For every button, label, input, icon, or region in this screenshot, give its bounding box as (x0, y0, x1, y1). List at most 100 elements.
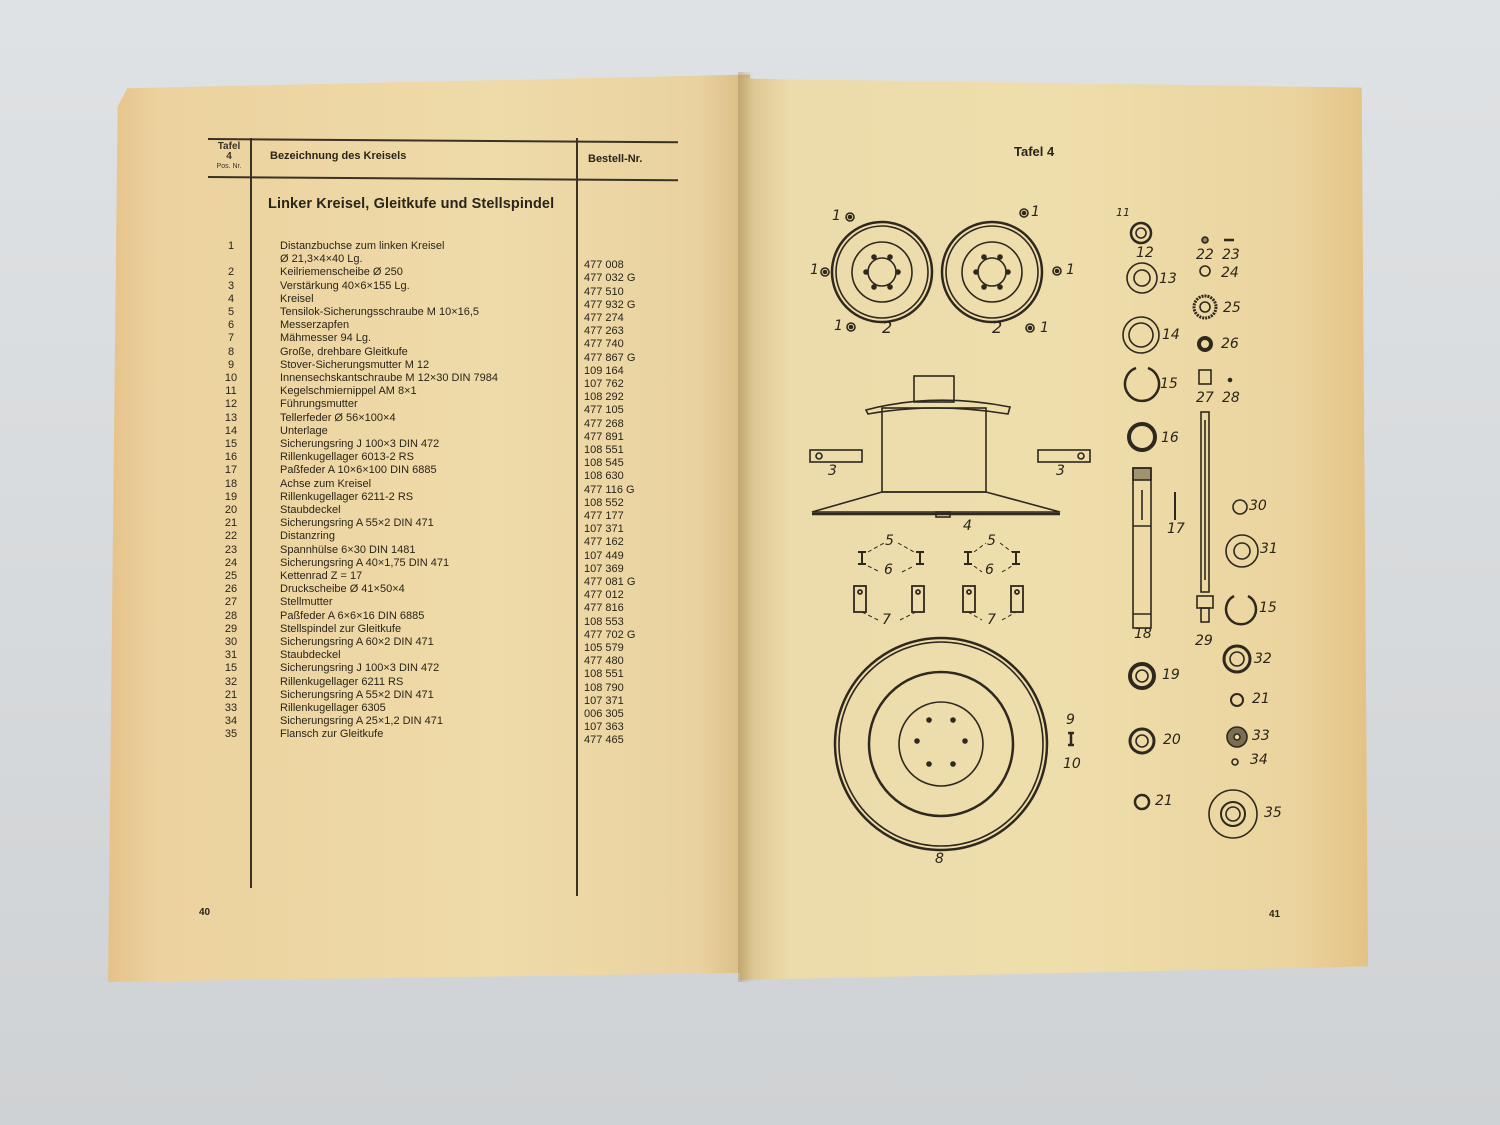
row-position: 28 (224, 609, 238, 622)
column1-parts-drawing (1122, 221, 1176, 811)
row-position: 20 (224, 504, 238, 516)
plate-title: Tafel 4 (1014, 144, 1055, 159)
label-16: 16 (1161, 430, 1179, 446)
column2-parts-drawing (1192, 236, 1234, 623)
table-row: Ø 21,3×4×40 Lg.477 008 (208, 253, 678, 271)
row-description: Distanzring (280, 530, 336, 543)
pulley-left-drawing (820, 212, 934, 332)
row-position: 16 (224, 451, 238, 464)
row-description: Mähmesser 94 Lg. (280, 332, 372, 345)
row-position: 14 (224, 424, 238, 437)
blades-drawing (853, 585, 1024, 613)
row-description: Staubdeckel (280, 649, 341, 662)
section-title: Linker Kreisel, Gleitkufe und Stellspind… (268, 196, 555, 212)
label-1c: 1 (834, 318, 843, 334)
label-14: 14 (1162, 327, 1180, 343)
row-description: Staubdeckel (280, 504, 341, 516)
row-description: Sicherungsring A 60×2 DIN 471 (280, 636, 434, 648)
row-description: Paßfeder A 10×6×100 DIN 6885 (280, 464, 437, 477)
row-order-number: 108 551 (584, 444, 624, 456)
label-15b: 15 (1259, 600, 1277, 616)
label-15a: 15 (1160, 376, 1178, 392)
column3-parts-drawing (1208, 499, 1259, 839)
row-position: 32 (224, 675, 238, 688)
row-order-number: 108 553 (584, 615, 624, 628)
rotor-drawing (811, 375, 1061, 518)
label-1f: 1 (1040, 320, 1049, 336)
label-7a: 7 (882, 612, 891, 628)
row-description: Druckscheibe Ø 41×50×4 (280, 583, 405, 596)
row-description: Tellerfeder Ø 56×100×4 (280, 411, 396, 424)
reinforcement-left-drawing (809, 449, 863, 463)
row-description: Große, drehbare Gleitkufe (280, 345, 408, 358)
row-position: 10 (224, 372, 238, 384)
row-description: Rillenkugellager 6013-2 RS (280, 451, 414, 464)
nr-column-divider (576, 138, 578, 896)
skid-drawing (833, 636, 1074, 852)
row-order-number: 105 579 (584, 642, 624, 654)
row-position: 4 (227, 292, 235, 305)
row-position: 30 (224, 636, 238, 648)
row-description: Achse zum Kreisel (280, 477, 372, 490)
label-3b: 3 (1056, 463, 1065, 479)
row-position: 35 (224, 728, 238, 741)
row-position: 9 (227, 358, 235, 371)
row-position: 34 (224, 715, 238, 728)
table-row: 29 Stellspindel zur Gleitkufe 477 702 G (208, 622, 678, 641)
label-5b: 5 (987, 533, 996, 549)
row-position: 23 (224, 543, 238, 556)
label-2a: 2 (882, 318, 893, 337)
label-11: 11 (1116, 206, 1130, 219)
table-row: 16 Rillenkugellager 6013-2 RS 108 545 (208, 451, 678, 469)
row-order-number: 477 162 (584, 536, 624, 549)
row-description: Sicherungsring A 55×2 DIN 471 (280, 517, 434, 530)
row-order-number: 477 480 (584, 655, 624, 668)
label-21b: 21 (1252, 691, 1270, 707)
row-order-number: 006 305 (584, 708, 624, 720)
parts-table: Tafel 4 Pos. Nr. Bezeichnung des Kreisel… (207, 138, 678, 898)
row-order-number: 477 891 (584, 430, 624, 443)
row-order-number: 477 268 (584, 417, 624, 430)
row-position: 29 (224, 622, 238, 635)
row-order-number: 477 465 (584, 734, 624, 747)
label-34: 34 (1250, 752, 1268, 768)
label-20: 20 (1163, 732, 1181, 748)
row-order-number: 108 790 (584, 681, 624, 694)
row-position: 22 (224, 530, 238, 543)
label-9: 9 (1066, 712, 1075, 728)
row-order-number: 109 164 (584, 364, 624, 377)
label-6b: 6 (985, 562, 994, 578)
row-position: 31 (224, 649, 238, 662)
label-7b: 7 (987, 612, 996, 628)
row-order-number: 107 762 (584, 378, 624, 390)
row-position: 1 (227, 240, 235, 252)
row-order-number: 108 552 (584, 496, 624, 509)
row-position: 11 (225, 385, 237, 398)
row-order-number: 108 545 (584, 457, 624, 470)
row-description: Keilriemenscheibe Ø 250 (280, 266, 403, 279)
row-description: Rillenkugellager 6211 RS (280, 675, 404, 688)
header-name-column: Bezeichnung des Kreisels (270, 150, 407, 162)
row-description: Rillenkugellager 6305 (280, 702, 386, 714)
label-5a: 5 (885, 533, 894, 549)
row-order-number: 477 702 G (584, 628, 636, 641)
pos-column-divider (250, 138, 252, 888)
pulley-right-drawing (940, 208, 1062, 333)
row-description: Kreisel (280, 292, 314, 305)
row-description: Stellspindel zur Gleitkufe (280, 622, 402, 635)
right-page (740, 78, 1368, 980)
label-31: 31 (1260, 541, 1278, 557)
